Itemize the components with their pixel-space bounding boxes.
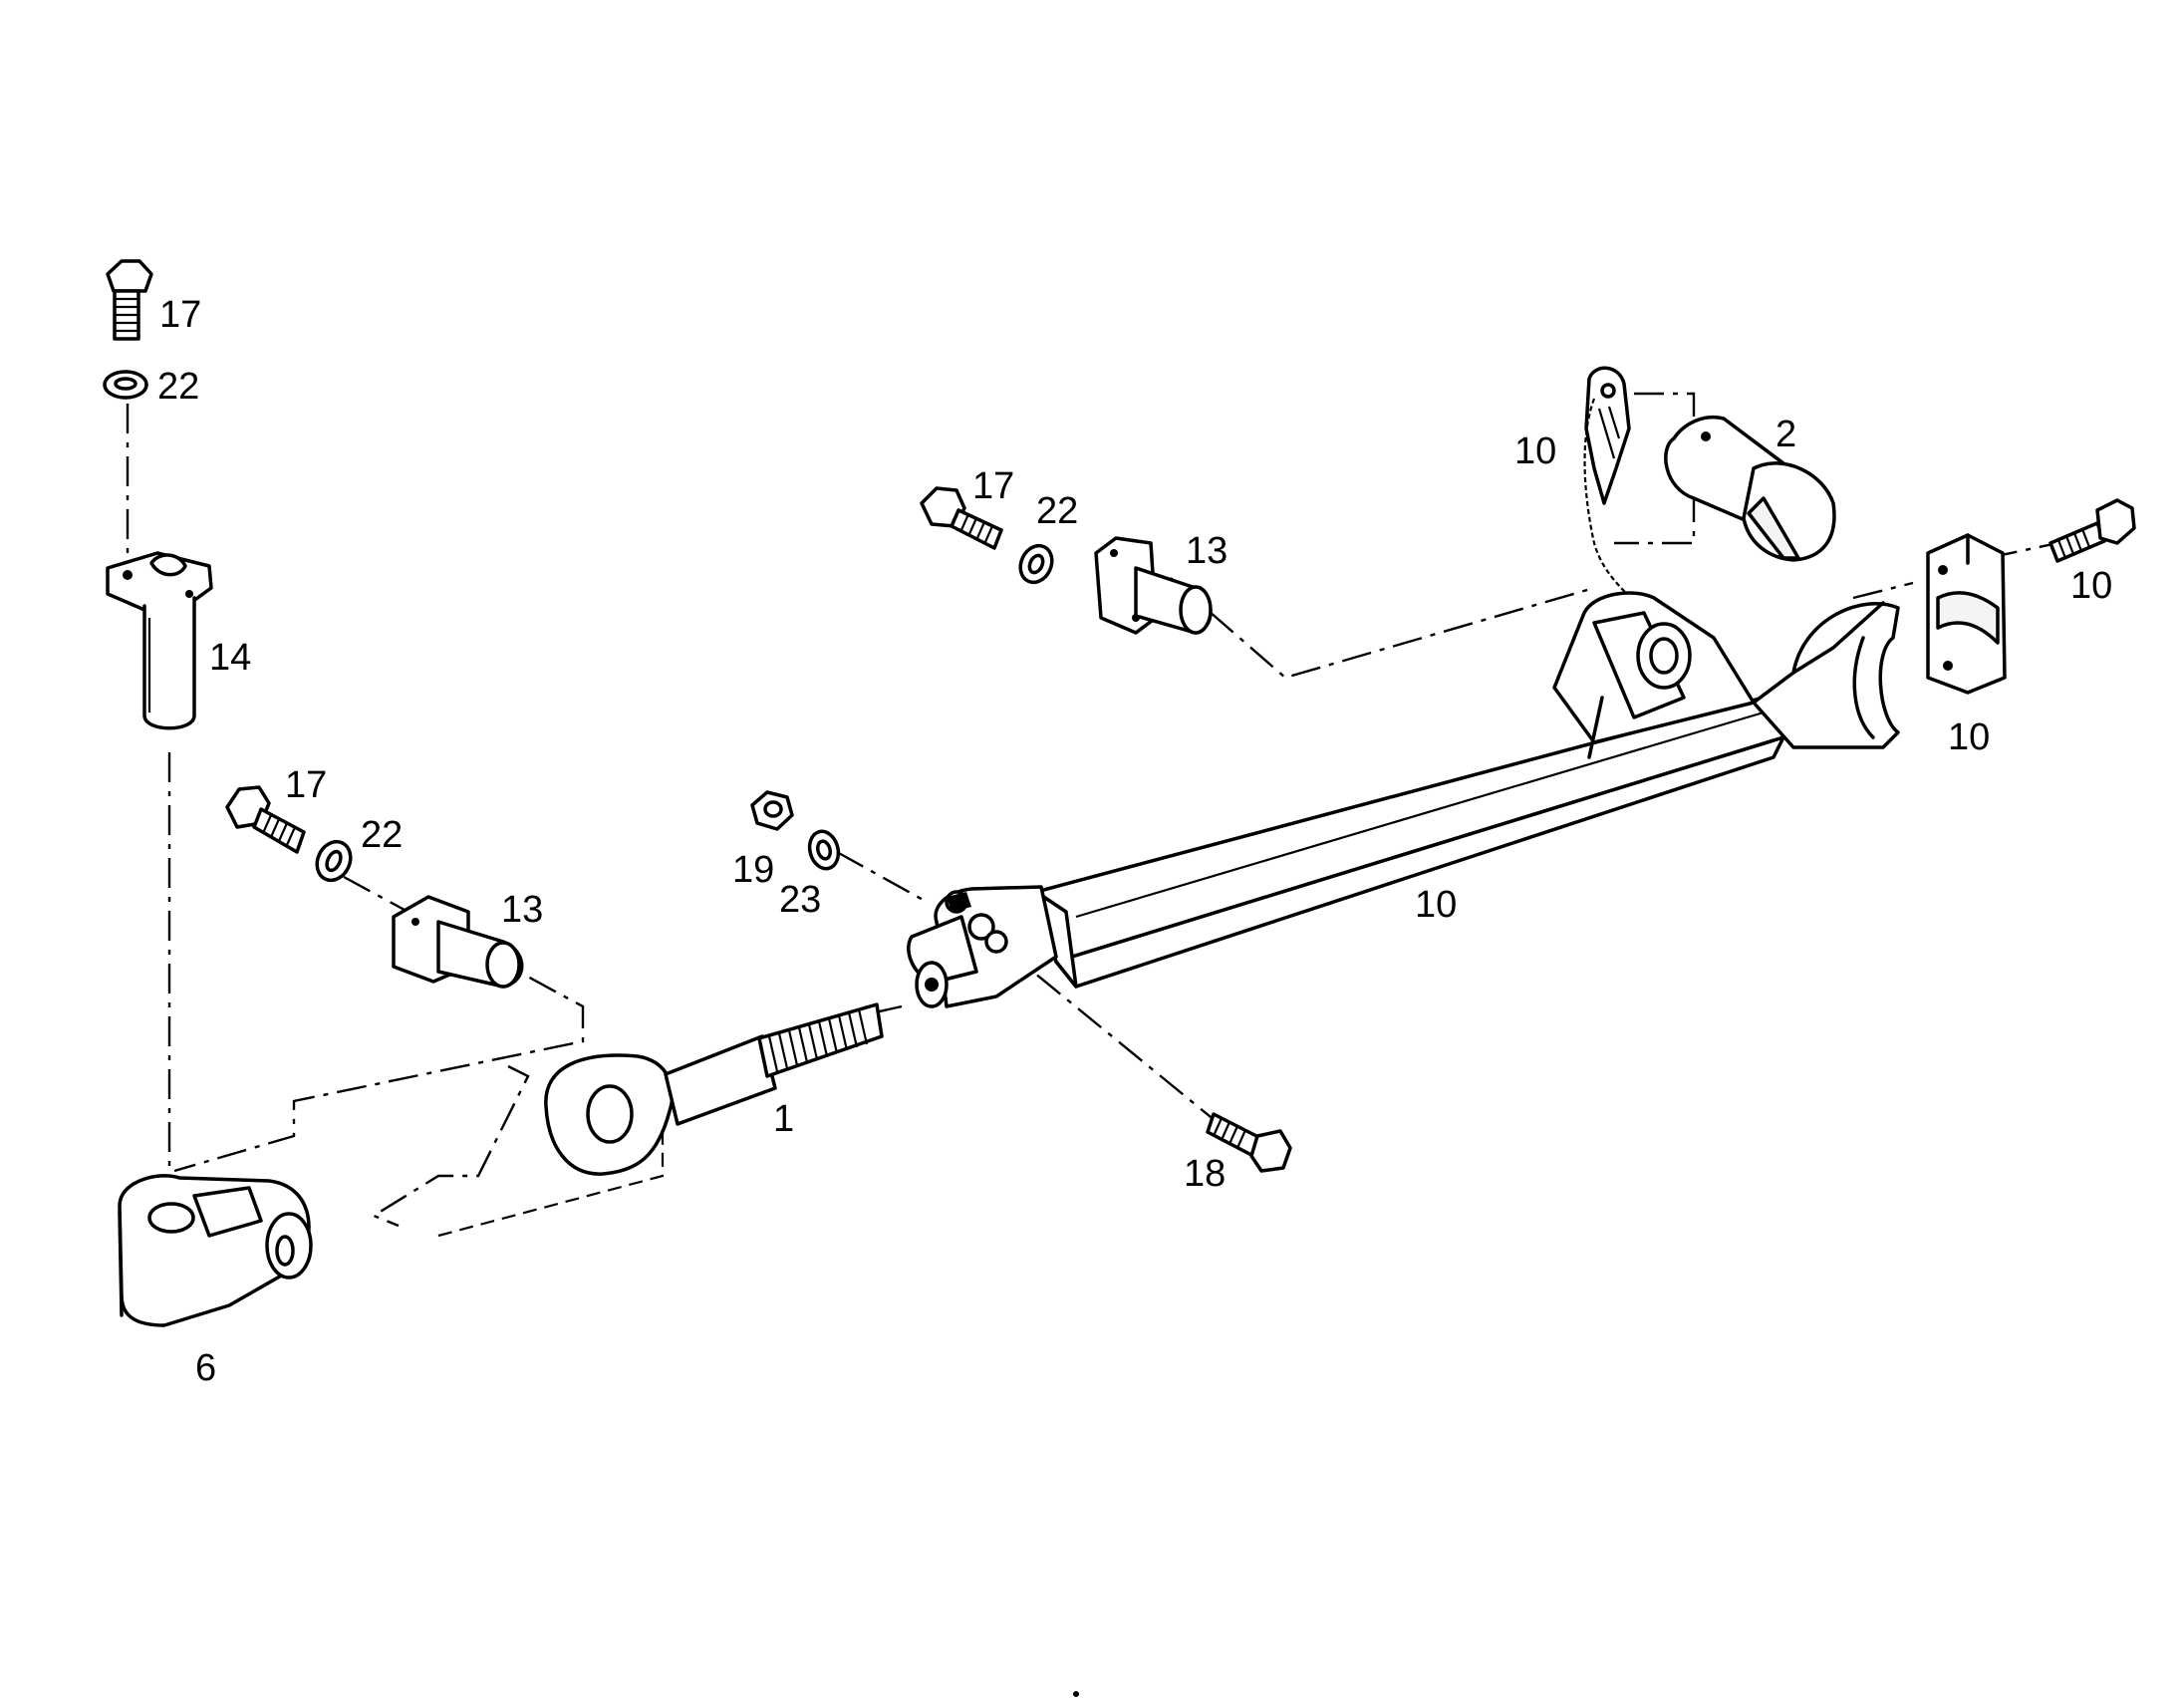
chain-pin-10 [1583,366,1645,614]
clevis-6 [118,1174,313,1327]
callout-pin-14: 14 [209,637,251,679]
rod-end-1 [544,1002,884,1176]
callout-clamp-10: 10 [1948,716,1990,758]
washer-22-mid [1018,543,1054,585]
bolt-10-right [2048,498,2136,563]
callout-bolt-17-left: 17 [285,764,327,806]
callout-washer-22-left: 22 [361,814,403,856]
callout-washer-22-mid: 22 [1036,490,1078,532]
callout-rod-end-1: 1 [773,1098,794,1140]
callout-bolt-17-mid: 17 [972,465,1014,507]
callout-washer-23: 23 [779,879,821,921]
bolt-17-top [106,259,153,341]
callout-bracket-13-left: 13 [501,889,543,931]
bracket-13-mid [1094,536,1213,635]
callout-bolt-10-right: 10 [2070,565,2112,607]
bolt-18 [1206,1112,1292,1173]
callout-link-10: 10 [1415,884,1457,926]
bolt-17-left [225,785,306,854]
stray-dot [1073,1691,1079,1697]
callout-bolt-18: 18 [1184,1153,1226,1195]
washer-23 [807,829,841,871]
link-10 [907,591,1900,1008]
washer-22-top [103,370,148,400]
pin-14 [106,551,213,730]
bracket-13-left [392,895,524,989]
callout-clevis-6: 6 [195,1347,216,1389]
callout-labels: 17 22 14 17 22 13 19 23 1 18 6 17 22 13 … [157,294,2112,1389]
nut-19 [750,790,794,831]
callout-chain-pin-10: 10 [1514,430,1556,472]
bolt-17-mid [920,486,1003,550]
washer-22-left [315,839,353,883]
callout-pin-2: 2 [1775,414,1796,455]
callout-bracket-13-mid: 13 [1186,530,1228,572]
callout-nut-19: 19 [732,849,774,891]
callout-bolt-17-top: 17 [159,294,201,336]
pin-2 [1664,416,1836,562]
callout-washer-22-top: 22 [157,366,199,408]
clamp-10 [1926,533,2007,695]
